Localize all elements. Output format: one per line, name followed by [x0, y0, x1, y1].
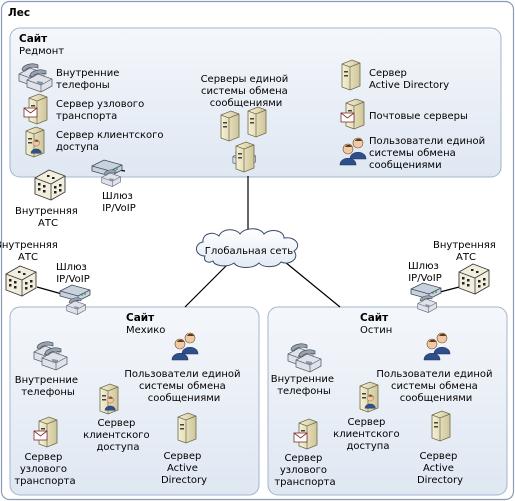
um-server-icon [247, 106, 267, 138]
austin-transport-server-label: Сервер узлового транспорта [274, 453, 335, 488]
site-austin-name: Остин [360, 325, 392, 336]
client-access-server-icon [26, 127, 44, 157]
mexico-gateway-label: Шлюз IP/VoIP [56, 262, 90, 285]
redmond-internal-phones-label: Внутренние телефоны [56, 68, 123, 91]
link-wan-austin [284, 261, 341, 308]
site-redmond-name: Редмонт [19, 46, 64, 57]
site-redmond-title: Сайт [19, 33, 48, 45]
site-austin-title: Сайт [360, 312, 389, 324]
mexico-client-access-label: Сервер клиентского доступа [83, 418, 153, 453]
ad-server-icon [431, 410, 451, 442]
cloud-label: Глобальная сеть [205, 246, 294, 257]
ad-server-icon [177, 412, 197, 444]
austin-ad-server-label: Сервер Active Directory [417, 451, 463, 486]
redmond-ad-server-label: Сервер Active Directory [369, 68, 449, 91]
redmond-gateway-label: Шлюз IP/VoIP [102, 191, 136, 214]
wan-links [36, 167, 464, 308]
wan-cloud: Глобальная сеть [196, 228, 299, 268]
redmond-pbx-label: Внутренняя АТС [15, 206, 81, 229]
site-mexico-name: Мехико [126, 325, 165, 336]
austin-gateway-label: Шлюз IP/VoIP [408, 261, 442, 284]
client-access-server-icon [100, 384, 118, 414]
um-server-icon [220, 110, 240, 142]
mexico-internal-phones-label: Внутренние телефоны [15, 375, 82, 398]
link-mexico-pbx-gw [36, 286, 63, 295]
austin-internal-phones-label: Внутренние телефоны [271, 374, 338, 397]
um-server-icon [235, 141, 255, 173]
austin-um-users-label: Пользователи единой системы обмена сообщ… [376, 369, 495, 404]
austin-pbx-label: Внутренняя АТС [433, 240, 499, 263]
ad-server-icon [341, 59, 361, 91]
redmond-client-access-label: Сервер клиентского доступа [56, 130, 167, 153]
redmond-um-users-label: Пользователи единой системы обмена сообщ… [369, 136, 488, 171]
redmond-transport-server-label: Сервер узлового транспорта [56, 99, 147, 122]
austin-client-access-label: Сервер клиентского доступа [333, 417, 403, 452]
mexico-transport-server-label: Сервер узлового транспорта [14, 452, 75, 487]
mexico-ad-server-label: Сервер Active Directory [161, 451, 207, 486]
client-access-server-icon [360, 382, 378, 412]
link-wan-mexico [184, 261, 231, 308]
mexico-um-users-label: Пользователи единой системы обмена сообщ… [124, 369, 243, 404]
mexico-pbx-label: Внутренняя АТС [0, 240, 61, 263]
redmond-mailbox-servers-label: Почтовые серверы [369, 111, 468, 122]
forest-label: Лес [8, 7, 30, 19]
site-mexico-title: Сайт [126, 312, 155, 324]
site-redmond-panel [9, 27, 502, 178]
redmond-um-servers-label: Серверы единой системы обмена сообщениям… [201, 74, 292, 109]
